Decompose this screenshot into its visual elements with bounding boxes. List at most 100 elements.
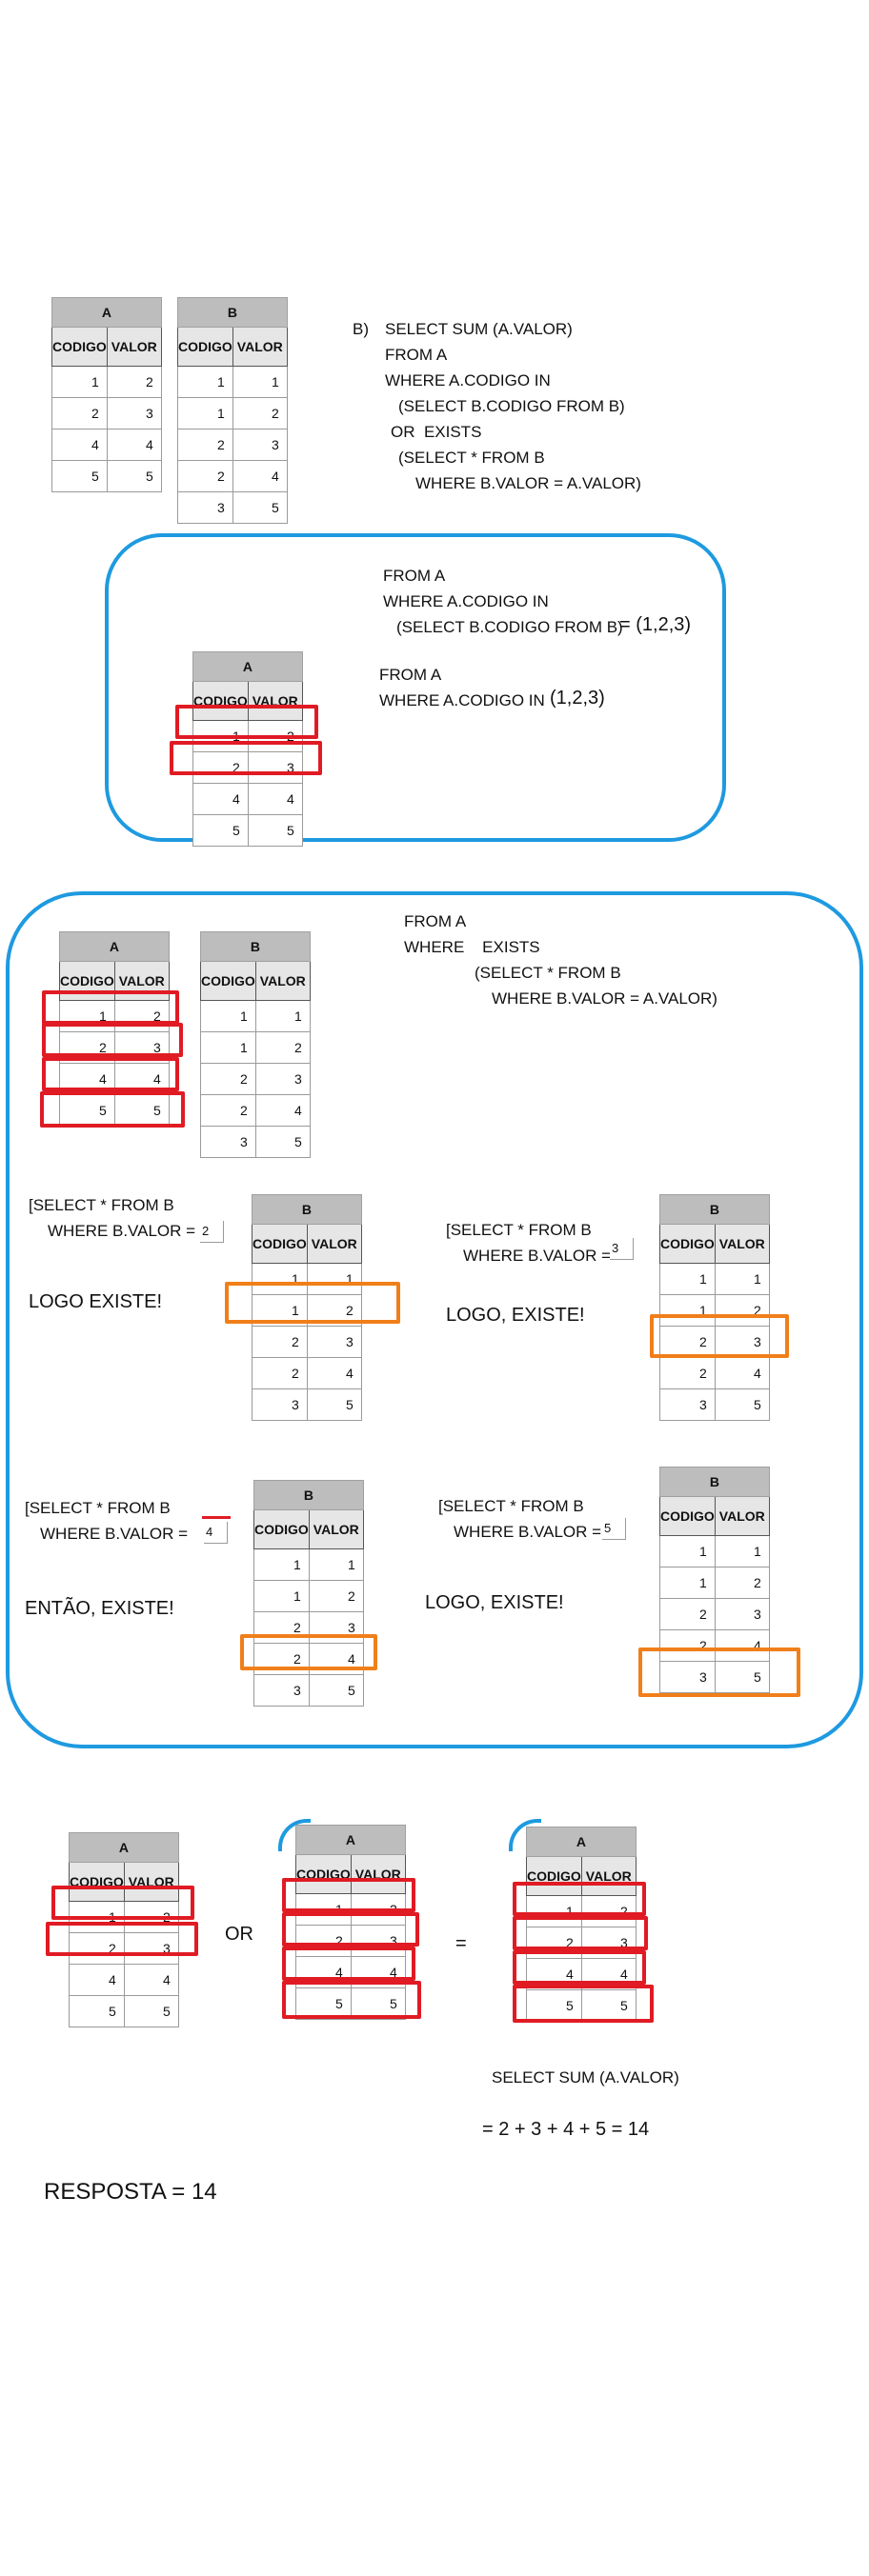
- match-highlight: [650, 1314, 789, 1358]
- row-highlight: [282, 1912, 419, 1947]
- table-cell: A: [192, 651, 303, 682]
- sum-result: = 2 + 3 + 4 + 5 = 14: [482, 2119, 650, 2140]
- exists-line: WHERE EXISTS: [404, 938, 540, 956]
- table-cell: 5: [306, 1388, 362, 1421]
- row-highlight: [175, 705, 318, 739]
- table-cell: 3: [714, 1326, 770, 1358]
- table-cell: 2: [659, 1598, 716, 1630]
- table-cell: VALOR: [306, 1224, 362, 1264]
- valor-value: 2: [200, 1221, 224, 1243]
- subquery-line: WHERE B.VALOR =: [40, 1525, 189, 1543]
- in-line: WHERE A.CODIGO IN: [379, 691, 545, 709]
- table-cell: 1: [659, 1294, 716, 1327]
- table-cell: 5: [106, 460, 162, 492]
- table-cell: 3: [252, 1388, 308, 1421]
- table-cell: B: [253, 1480, 364, 1510]
- table-cell: 4: [51, 429, 108, 461]
- table-cell: 3: [350, 1925, 406, 1957]
- in-result: = (1,2,3): [619, 614, 692, 635]
- table-cell: 5: [51, 460, 108, 492]
- table-cell: 2: [177, 460, 233, 492]
- table-cell: 2: [714, 1294, 770, 1327]
- table-cell: 3: [714, 1598, 770, 1630]
- table-cell: 1: [232, 366, 288, 398]
- table-cell: B: [200, 931, 311, 962]
- table-cell: 2: [252, 1357, 308, 1389]
- subquery-line: [SELECT * FROM B: [29, 1196, 174, 1214]
- table-cell: 5: [192, 814, 249, 847]
- table-cell: CODIGO: [200, 961, 256, 1001]
- table-cell: 2: [714, 1567, 770, 1599]
- table-cell: 1: [253, 1580, 310, 1612]
- row-highlight: [42, 1057, 179, 1091]
- answer-text: RESPOSTA = 14: [44, 2179, 217, 2205]
- row-highlight: [51, 1886, 194, 1920]
- conclusion-text: LOGO EXISTE!: [29, 1291, 163, 1312]
- row-highlight: [513, 1916, 648, 1950]
- table-cell: 4: [123, 1964, 179, 1996]
- query-line: WHERE B.VALOR = A.VALOR): [415, 474, 641, 492]
- table-cell: 1: [253, 1548, 310, 1581]
- query-line: SELECT SUM (A.VALOR): [385, 320, 573, 338]
- table-cell: 3: [200, 1126, 256, 1158]
- table-cell: 1: [200, 1031, 256, 1064]
- subquery-line: WHERE B.VALOR =: [463, 1247, 612, 1265]
- table-cell: CODIGO: [659, 1496, 716, 1536]
- table-cell: 5: [59, 1094, 115, 1127]
- table-cell: 2: [659, 1629, 716, 1662]
- row-highlight: [46, 1922, 198, 1956]
- exists-section-frame: [6, 891, 863, 1748]
- table-cell: CODIGO: [51, 327, 108, 367]
- table-cell: 4: [714, 1629, 770, 1662]
- table-cell: 1: [526, 1895, 582, 1927]
- in-line: FROM A: [383, 567, 446, 585]
- table-cell: 1: [659, 1263, 716, 1295]
- row-highlight: [282, 1878, 415, 1912]
- table-cell: 5: [254, 1126, 311, 1158]
- table-cell: 2: [580, 1895, 637, 1927]
- table-cell: 2: [308, 1580, 364, 1612]
- table-cell: A: [295, 1825, 406, 1855]
- match-highlight: [638, 1647, 800, 1697]
- table-cell: 3: [308, 1611, 364, 1644]
- subquery-line: [SELECT * FROM B: [438, 1497, 584, 1515]
- table-cell: VALOR: [308, 1509, 364, 1549]
- in-section-frame: [105, 533, 726, 842]
- table-cell: VALOR: [254, 961, 311, 1001]
- row-highlight: [282, 1947, 415, 1981]
- table-cell: 2: [106, 366, 162, 398]
- subquery-line: WHERE B.VALOR =: [48, 1222, 196, 1240]
- table-cell: 3: [254, 1063, 311, 1095]
- table-cell: A: [526, 1827, 637, 1857]
- query-line: (SELECT * FROM B: [398, 449, 545, 467]
- table-cell: VALOR: [106, 327, 162, 367]
- table-cell: 1: [714, 1535, 770, 1568]
- table-cell: 4: [254, 1094, 311, 1127]
- subquery-line: [SELECT * FROM B: [25, 1499, 171, 1517]
- table-cell: 1: [659, 1567, 716, 1599]
- table-cell: 2: [177, 429, 233, 461]
- in-line: (SELECT B.CODIGO FROM B): [396, 618, 623, 636]
- table-cell: 5: [714, 1388, 770, 1421]
- table-cell: 1: [177, 366, 233, 398]
- table-cell: 4: [247, 783, 303, 815]
- table-cell: CODIGO: [69, 1862, 125, 1902]
- row-highlight: [513, 1985, 654, 2023]
- table-cell: 2: [200, 1063, 256, 1095]
